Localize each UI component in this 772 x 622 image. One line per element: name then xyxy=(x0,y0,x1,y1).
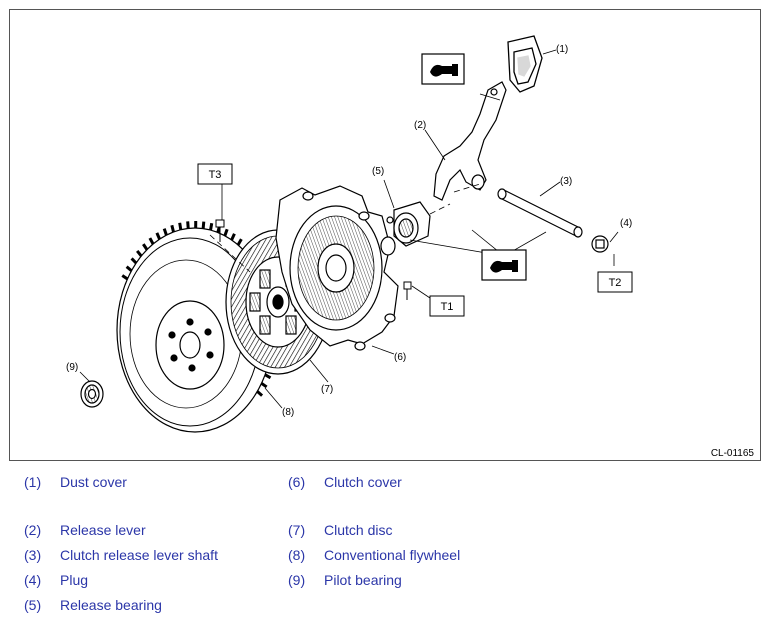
gear-tooth xyxy=(264,373,272,380)
gear-tooth xyxy=(256,390,264,397)
legend-label: Clutch disc xyxy=(324,522,393,538)
gear-tooth xyxy=(209,222,214,231)
legend-label: Plug xyxy=(60,572,89,588)
gear-tooth xyxy=(178,222,183,230)
exploded-view-figure: T3 T1 T2 (1) (2) (3) (4) (5) (6) (7) (8)… xyxy=(9,9,761,461)
torque-label-t1: T1 xyxy=(441,301,454,313)
legend-item-flywheel: (8) Conventional flywheel xyxy=(288,547,460,563)
legend-item-release-lever-shaft: (3) Clutch release lever shaft xyxy=(24,547,218,563)
legend-label: Clutch release lever shaft xyxy=(60,547,218,563)
gear-tooth xyxy=(142,243,149,251)
callout-5: (5) xyxy=(372,166,384,177)
callout-2: (2) xyxy=(414,120,426,131)
torque-box-t2 xyxy=(597,271,633,293)
cover-bolt xyxy=(403,281,412,300)
legend-label: Pilot bearing xyxy=(324,572,402,588)
pilot-bearing-part xyxy=(80,380,104,408)
torque-label-t2: T2 xyxy=(609,277,622,289)
callout-4: (4) xyxy=(620,218,632,229)
gear-tooth xyxy=(223,228,229,237)
gear-tooth xyxy=(155,232,161,240)
legend-number: (6) xyxy=(288,474,306,490)
release-bearing-part xyxy=(380,201,431,256)
legend-label: Dust cover xyxy=(60,474,127,490)
legend-number: (3) xyxy=(24,547,42,563)
legend-number: (1) xyxy=(24,474,42,490)
legend-number: (8) xyxy=(288,547,306,563)
gear-tooth xyxy=(260,382,268,389)
dust-cover-part xyxy=(507,35,543,93)
legend-item-pilot-bearing: (9) Pilot bearing xyxy=(288,572,402,588)
legend-number: (2) xyxy=(24,522,42,538)
callout-8: (8) xyxy=(282,407,294,418)
legend-number: (9) xyxy=(288,572,306,588)
legend-item-clutch-cover: (6) Clutch cover xyxy=(288,474,402,490)
plug-part xyxy=(591,235,609,253)
legend-item-plug: (4) Plug xyxy=(24,572,88,588)
alignment-lines xyxy=(209,183,481,273)
legend-item-release-bearing: (5) Release bearing xyxy=(24,597,162,613)
gear-tooth xyxy=(148,237,155,245)
legend-item-dust-cover: (1) Dust cover xyxy=(24,474,127,490)
callout-1: (1) xyxy=(556,44,568,55)
legend-number: (5) xyxy=(24,597,42,613)
callout-6: (6) xyxy=(394,352,406,363)
callout-9: (9) xyxy=(66,362,78,373)
legend-label: Release bearing xyxy=(60,597,162,613)
gear-tooth xyxy=(136,249,143,257)
figure-id: CL-01165 xyxy=(711,448,755,459)
torque-label-t3: T3 xyxy=(209,169,222,181)
leader-lines xyxy=(79,49,619,409)
clutch-cover-part xyxy=(275,185,399,351)
callout-7: (7) xyxy=(321,384,333,395)
legend-label: Clutch cover xyxy=(324,474,402,490)
gear-tooth xyxy=(230,233,236,241)
legend-item-clutch-disc: (7) Clutch disc xyxy=(288,522,392,538)
grease-gun-icon xyxy=(421,53,465,85)
gear-tooth xyxy=(130,257,138,265)
gear-tooth xyxy=(170,224,175,233)
legend-number: (4) xyxy=(24,572,42,588)
release-lever-part xyxy=(433,81,507,201)
gear-tooth xyxy=(201,221,206,229)
gear-tooth xyxy=(125,265,133,272)
flywheel-bolt xyxy=(215,219,225,242)
gear-tooth xyxy=(162,228,168,236)
gear-tooth xyxy=(186,221,190,229)
grease-gun-icon xyxy=(481,249,527,281)
gear-tooth xyxy=(236,238,243,246)
release-lever-shaft-part xyxy=(497,188,583,238)
clutch-exploded-diagram: T3 T1 T2 (1) (2) (3) (4) (5) (6) (7) (8)… xyxy=(66,35,755,459)
legend-label: Release lever xyxy=(60,522,146,538)
legend-number: (7) xyxy=(288,522,306,538)
torque-box-t1 xyxy=(429,295,465,317)
legend-label: Conventional flywheel xyxy=(324,547,461,563)
gear-tooth xyxy=(121,274,129,281)
torque-box-t3 xyxy=(197,163,233,185)
legend-item-release-lever: (2) Release lever xyxy=(24,522,146,538)
callout-3: (3) xyxy=(560,176,572,187)
